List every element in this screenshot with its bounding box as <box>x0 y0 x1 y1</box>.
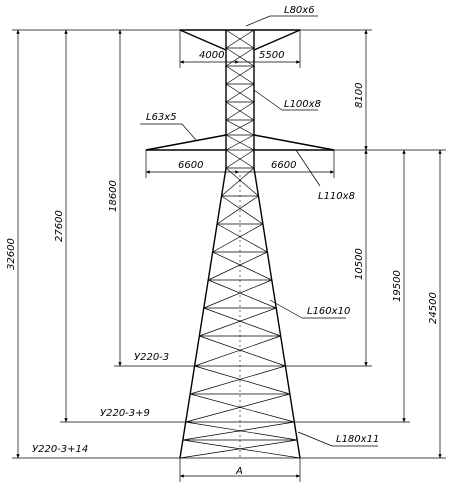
lattice-member <box>225 119 255 136</box>
top-arm-right-dim: 5500 <box>259 50 284 61</box>
lattice-member <box>199 335 286 367</box>
lattice-member <box>225 29 255 49</box>
lower-arm-member-label: L110x8 <box>318 191 355 202</box>
lattice-member <box>221 195 264 225</box>
lattice-member <box>179 439 298 459</box>
lower-crossarm <box>145 134 335 178</box>
lattice-member <box>208 279 277 309</box>
variant-u220-3-14-label: У220-3+14 <box>32 444 88 455</box>
dim-18600-label: 18600 <box>108 180 119 212</box>
tower-body <box>179 167 301 459</box>
lattice-member <box>185 393 290 423</box>
top-arm-left-dim: 4000 <box>199 50 224 61</box>
lattice-member <box>208 251 268 281</box>
lower-arm-right-dim: 6600 <box>271 160 296 171</box>
dim-24500-label: 24500 <box>428 292 439 324</box>
lattice-member <box>212 223 264 253</box>
dim-27600-label: 27600 <box>54 210 65 242</box>
lattice-member <box>225 134 255 151</box>
lattice-member <box>216 195 259 225</box>
lattice-member <box>225 65 255 85</box>
lattice-member <box>225 167 259 197</box>
lattice-member <box>212 251 272 281</box>
variant-u220-3-9-label: У220-3+9 <box>100 408 150 419</box>
leader-lines <box>140 15 378 447</box>
lattice-member <box>182 439 301 459</box>
lattice-member <box>216 223 268 253</box>
lattice-member <box>194 335 281 367</box>
lattice-member <box>225 149 255 169</box>
lattice-member <box>194 365 290 395</box>
lattice-member <box>190 365 286 395</box>
lattice-member <box>203 307 281 337</box>
base-width-label: A <box>235 466 243 477</box>
top-crossarm <box>179 29 301 68</box>
dim-10500-label: 10500 <box>354 248 365 280</box>
dim-19500-label: 19500 <box>392 270 403 302</box>
lower-arm-left-dim: 6600 <box>178 160 203 171</box>
lattice-member <box>199 307 277 337</box>
vertical-dimensions <box>16 29 442 459</box>
lattice-member <box>190 393 295 423</box>
top-member-label: L80x6 <box>284 5 315 16</box>
upper-mast-member-label: L100x8 <box>284 99 321 110</box>
lattice-member <box>203 279 272 309</box>
lower-arm-brace-label: L63x5 <box>146 112 177 123</box>
lattice-member <box>182 421 295 441</box>
base-leg-member-label: L180x11 <box>336 434 379 445</box>
upper-mast <box>225 29 255 169</box>
lattice-member <box>185 421 298 441</box>
lattice-member <box>225 83 255 103</box>
lattice-member <box>225 101 255 121</box>
dim-total-label: 32600 <box>6 238 17 270</box>
reference-lines <box>12 29 446 459</box>
lattice-member <box>221 167 255 197</box>
mid-leg-member-label: L160x10 <box>307 306 350 317</box>
top-section-height-label: 8100 <box>354 83 365 108</box>
variant-u220-3-label: У220-3 <box>134 352 169 363</box>
base-dimension <box>179 458 301 482</box>
